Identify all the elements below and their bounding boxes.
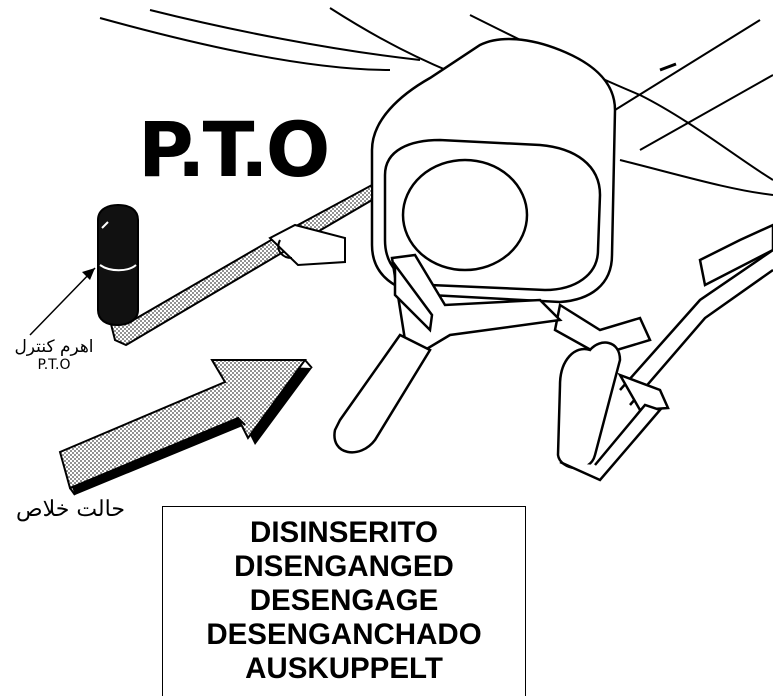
pto-title: P.T.O [138,105,330,194]
lever-leader-line [29,267,96,336]
status-line-spanish: DESENGANCHADO [206,618,482,651]
tractor-body-outline [99,7,773,196]
lever-label: اهرم کنترل P.T.O [4,338,104,374]
status-line-german: AUSKUPPELT [245,652,443,685]
lever-label-latin: P.T.O [37,357,71,373]
state-label-arabic: حالت خلاص [16,497,125,522]
direction-arrow [58,359,313,496]
linkage-yoke [333,253,670,482]
status-line-english: DISENGANGED [234,550,454,583]
status-line-italian: DISINSERITO [250,516,438,549]
pto-lever-rod [108,183,373,347]
status-line-french: DESENGAGE [249,584,439,617]
status-box: DISINSERITO DISENGANGED DESENGAGE DESENG… [162,506,526,696]
frame-arms [553,223,773,406]
pto-lever-knob [97,203,139,327]
leader-arrowhead [82,268,95,280]
gearbox-housing [370,37,617,304]
lever-label-arabic: اهرم کنترل [14,337,94,357]
